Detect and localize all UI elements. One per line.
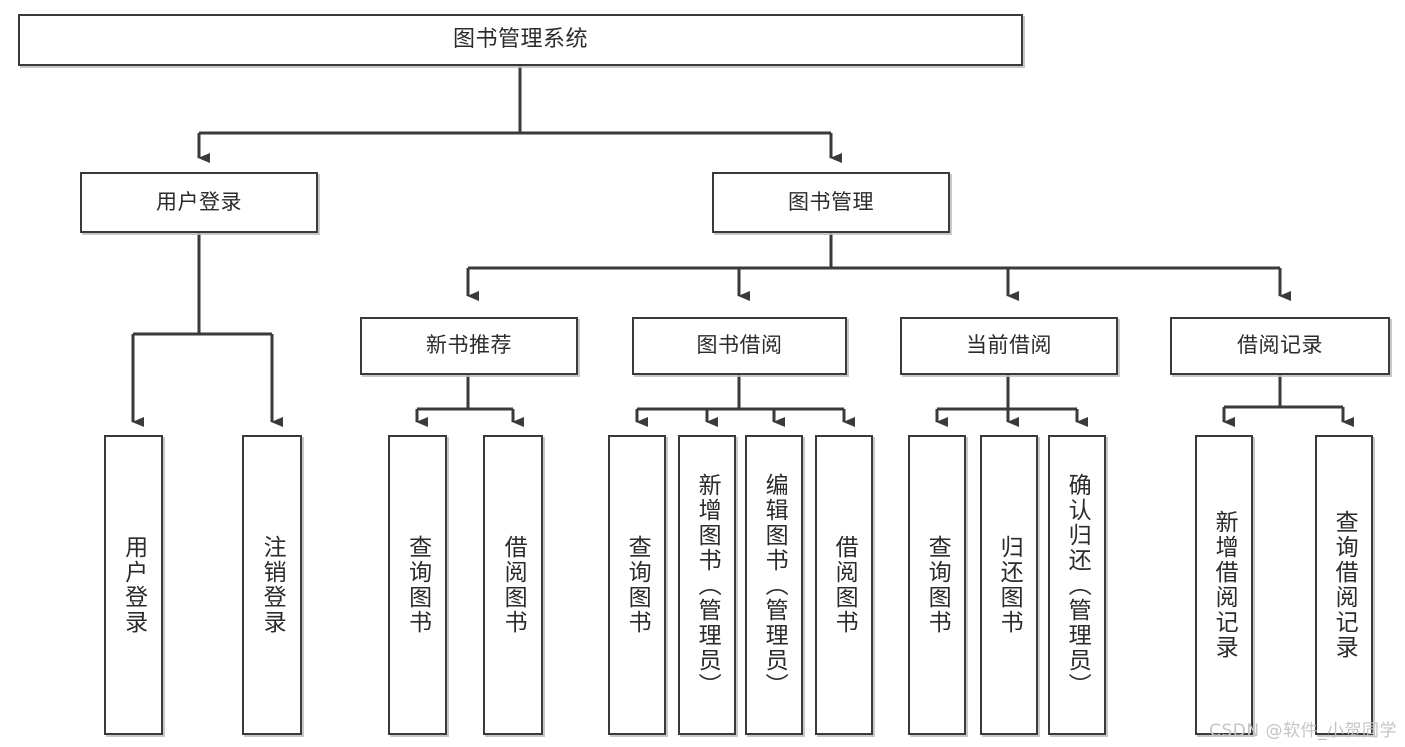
node-user-login[interactable]: 用户登录	[80, 172, 318, 233]
node-label: 新增借阅记录	[1211, 510, 1238, 660]
leaf-edit-book-admin[interactable]: 编辑图书（管理员）	[745, 435, 803, 735]
node-label: 用户登录	[120, 535, 147, 635]
node-label: 图书管理	[788, 189, 874, 214]
node-new-book-recommend[interactable]: 新书推荐	[360, 317, 578, 375]
leaf-add-borrow-record[interactable]: 新增借阅记录	[1195, 435, 1253, 735]
node-label: 当前借阅	[966, 333, 1052, 358]
leaf-add-book-admin[interactable]: 新增图书（管理员）	[678, 435, 736, 735]
node-label: 查询图书	[624, 535, 651, 635]
leaf-query-borrow-record[interactable]: 查询借阅记录	[1315, 435, 1373, 735]
node-book-borrow[interactable]: 图书借阅	[632, 317, 847, 375]
node-label: 确认归还（管理员）	[1064, 472, 1091, 698]
node-label: 借阅记录	[1237, 333, 1323, 358]
node-root-system[interactable]: 图书管理系统	[18, 14, 1023, 66]
node-label: 借阅图书	[500, 535, 527, 635]
node-label: 编辑图书（管理员）	[761, 472, 788, 698]
node-label: 查询图书	[924, 535, 951, 635]
node-label: 借阅图书	[831, 535, 858, 635]
node-current-borrow[interactable]: 当前借阅	[900, 317, 1118, 375]
node-label: 图书管理系统	[452, 26, 588, 52]
node-label: 用户登录	[156, 189, 242, 214]
node-label: 图书借阅	[696, 333, 783, 358]
leaf-query-book-current[interactable]: 查询图书	[908, 435, 966, 735]
csdn-watermark: CSDN @软件_小贺同学	[1209, 721, 1397, 741]
node-label: 查询图书	[404, 535, 431, 635]
leaf-user-login[interactable]: 用户登录	[104, 435, 163, 735]
leaf-query-book-borrow[interactable]: 查询图书	[608, 435, 666, 735]
node-label: 查询借阅记录	[1331, 510, 1358, 660]
leaf-query-book-recommend[interactable]: 查询图书	[388, 435, 447, 735]
leaf-return-book[interactable]: 归还图书	[980, 435, 1038, 735]
leaf-borrow-book[interactable]: 借阅图书	[815, 435, 873, 735]
node-label: 新增图书（管理员）	[694, 472, 721, 698]
leaf-logout[interactable]: 注销登录	[242, 435, 302, 735]
node-label: 新书推荐	[426, 333, 512, 358]
node-borrow-records[interactable]: 借阅记录	[1170, 317, 1390, 375]
node-label: 注销登录	[259, 535, 286, 635]
leaf-confirm-return-admin[interactable]: 确认归还（管理员）	[1048, 435, 1106, 735]
leaf-borrow-book-recommend[interactable]: 借阅图书	[483, 435, 543, 735]
node-label: 归还图书	[996, 535, 1023, 635]
node-book-management[interactable]: 图书管理	[712, 172, 950, 233]
